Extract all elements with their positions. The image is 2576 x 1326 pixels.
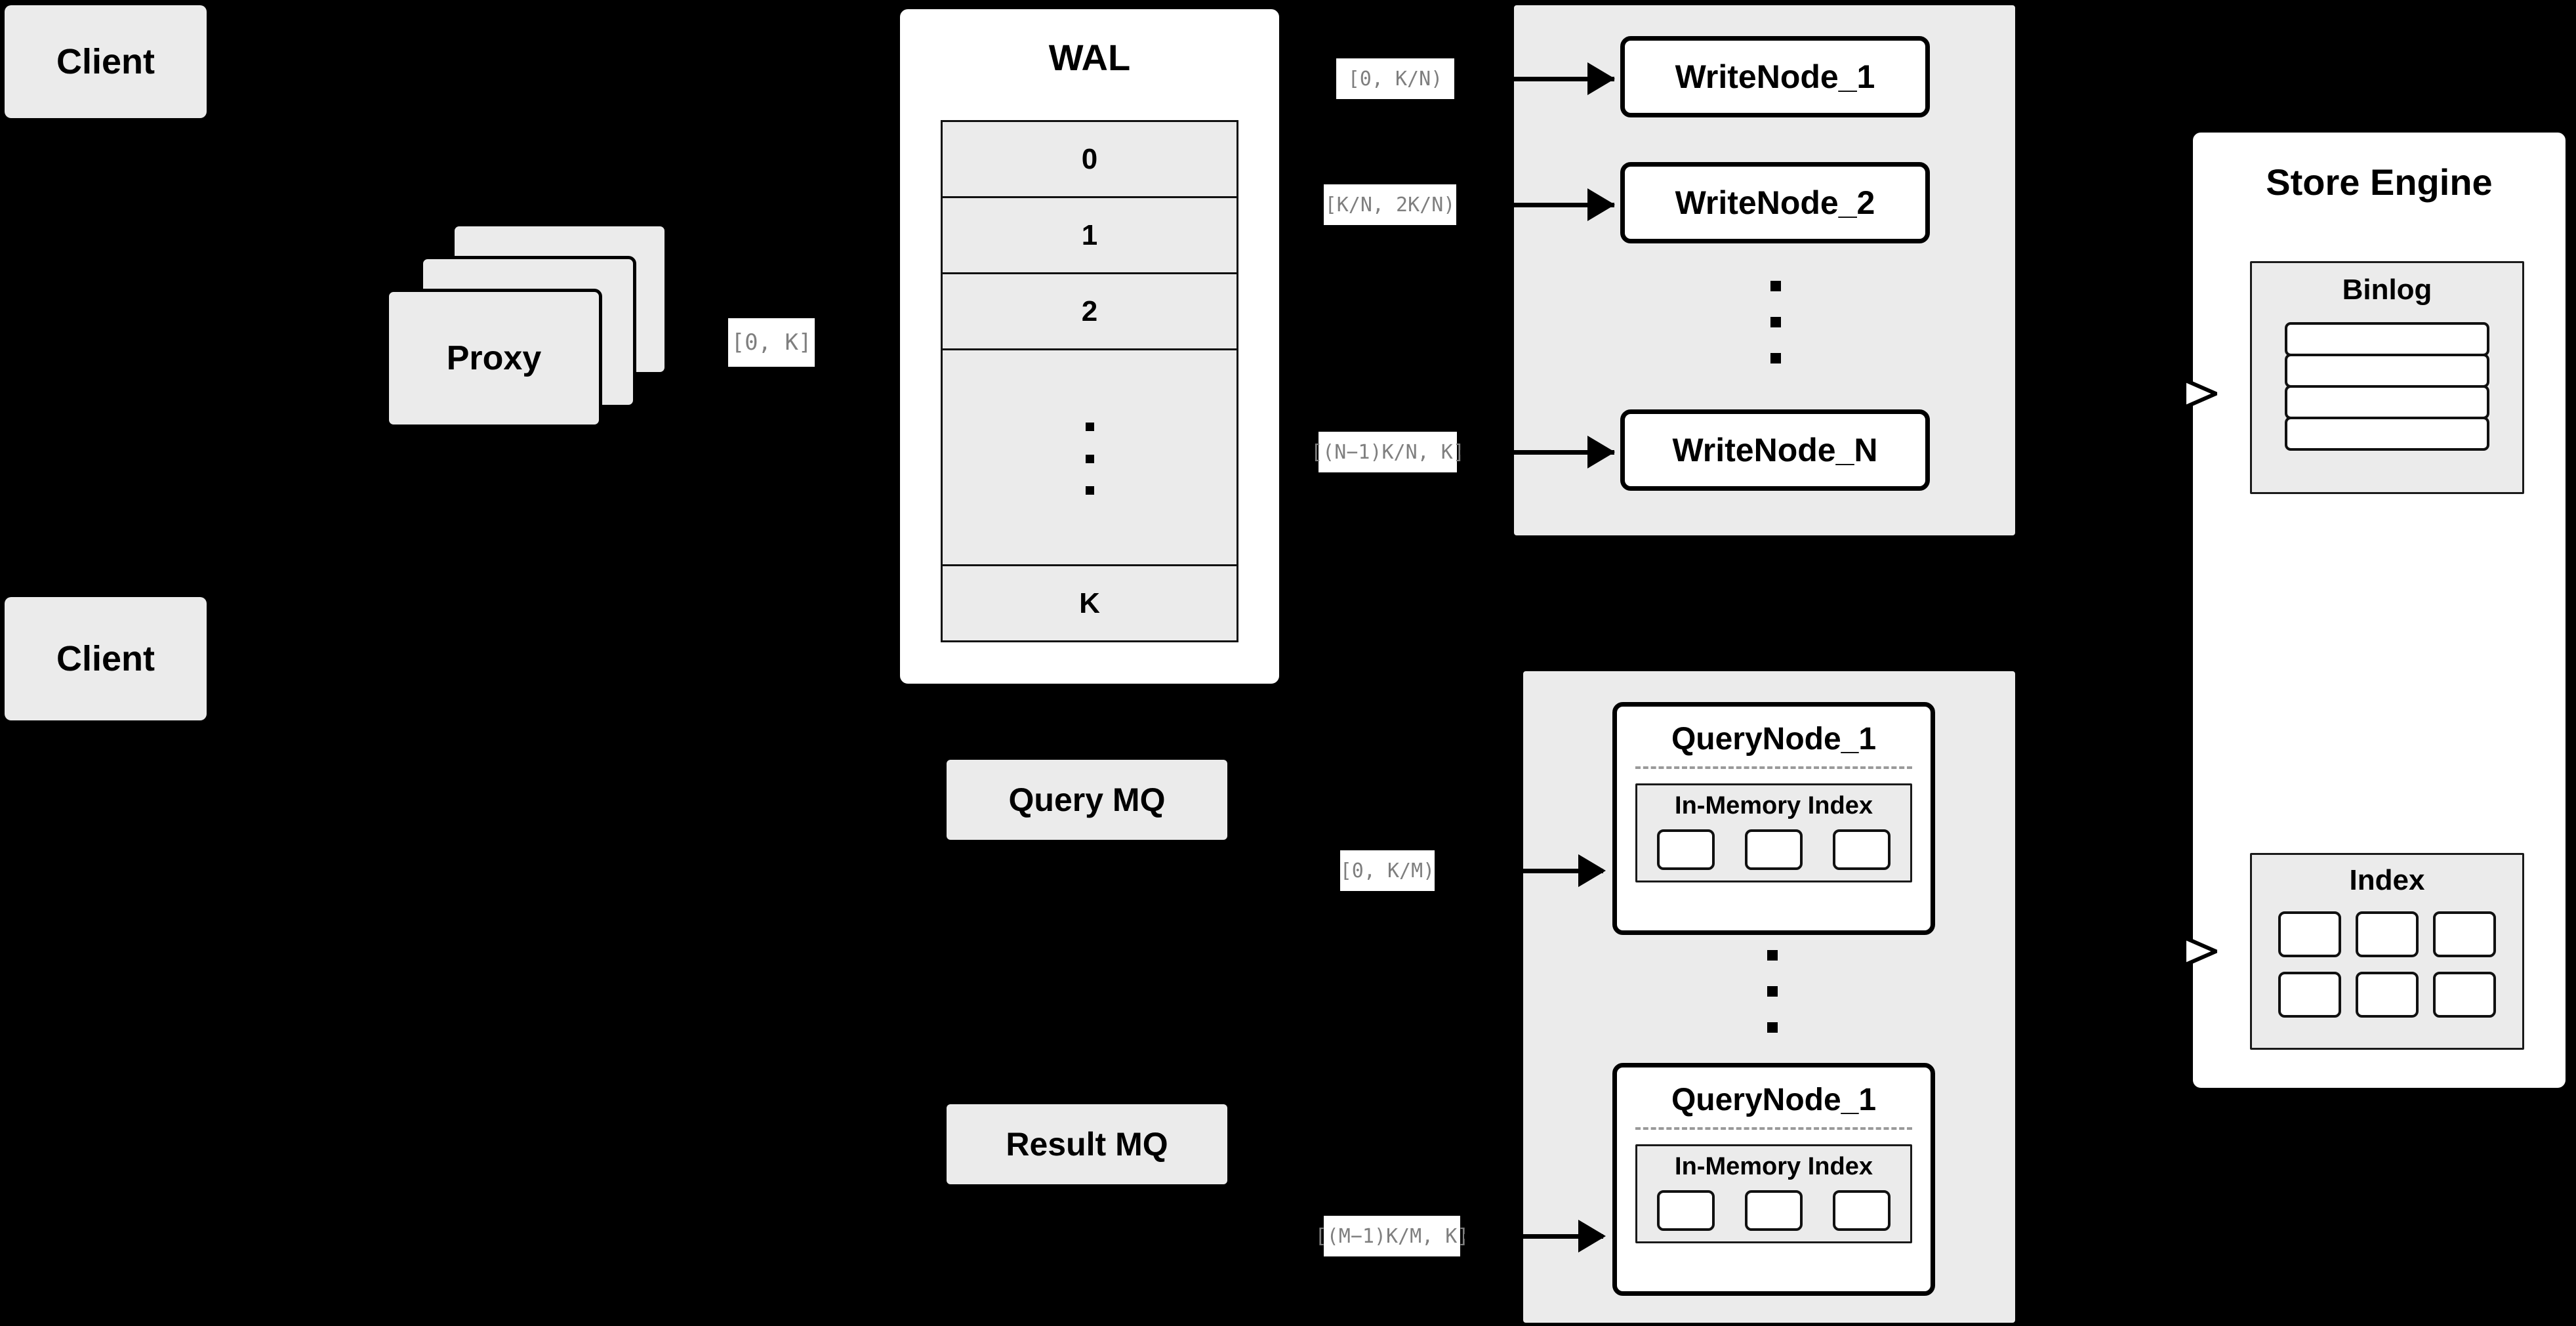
arrow-line-write-node-1	[1460, 77, 1614, 81]
binlog-segment	[2285, 354, 2489, 388]
query-node-m-separator	[1635, 1127, 1912, 1130]
wal-row-2: 2	[941, 272, 1238, 350]
wal-row-ellipsis	[941, 348, 1238, 566]
index-chip	[2356, 972, 2419, 1018]
edge-label-query-node-m: [(M−1)K/M, K]	[1315, 1216, 1469, 1256]
index-chip	[2356, 911, 2419, 957]
client-box-1[interactable]: Client	[5, 5, 207, 118]
arrow-head-to-binlog	[2183, 379, 2217, 409]
query-node-1-title: QueryNode_1	[1671, 722, 1877, 756]
index-chip	[2278, 972, 2341, 1018]
binlog-panel: Binlog	[2250, 261, 2524, 494]
arrow-head-write-node-2	[1587, 188, 1615, 221]
arrow-head-query-node-m	[1578, 1220, 1606, 1253]
query-node-m-title: QueryNode_1	[1671, 1083, 1877, 1117]
arrow-line-to-binlog	[2152, 392, 2185, 396]
proxy-box[interactable]: Proxy	[386, 289, 602, 428]
arrow-head-write-node-n	[1587, 436, 1615, 468]
index-panel: Index	[2250, 853, 2524, 1050]
index-chip	[2433, 911, 2496, 957]
arrow-line-write-node-2	[1460, 203, 1614, 207]
client-label-1: Client	[56, 42, 155, 81]
query-node-m-inmemory-index: In-Memory Index	[1635, 1144, 1912, 1243]
wal-row-0: 0	[941, 120, 1238, 198]
index-title: Index	[2349, 864, 2425, 896]
result-mq-label: Result MQ	[1006, 1126, 1168, 1163]
wal-title: WAL	[1048, 37, 1131, 78]
binlog-title: Binlog	[2342, 274, 2432, 306]
query-cluster-vertical-dots-icon	[1767, 950, 1778, 1033]
write-cluster-vertical-dots-icon	[1770, 281, 1781, 363]
result-mq-box[interactable]: Result MQ	[947, 1104, 1227, 1184]
query-node-m[interactable]: QueryNode_1 In-Memory Index	[1612, 1063, 1935, 1296]
query-node-1-index-title: In-Memory Index	[1675, 792, 1873, 819]
store-engine-title: Store Engine	[2266, 161, 2493, 203]
query-node-1-index-chip	[1745, 829, 1803, 870]
arrow-head-write-node-1	[1587, 62, 1615, 95]
query-node-1-separator	[1635, 766, 1912, 769]
write-node-1[interactable]: WriteNode_1	[1620, 36, 1930, 117]
query-mq-label: Query MQ	[1008, 781, 1166, 818]
query-node-m-index-chip	[1745, 1190, 1803, 1231]
query-node-1[interactable]: QueryNode_1 In-Memory Index	[1612, 702, 1935, 935]
arrow-head-to-index	[2183, 936, 2217, 966]
edge-label-query-node-1: [0, K/M)	[1340, 850, 1435, 891]
write-node-n[interactable]: WriteNode_N	[1620, 409, 1930, 491]
edge-label-write-node-1: [0, K/N)	[1336, 58, 1454, 99]
query-node-m-index-chip	[1833, 1190, 1891, 1231]
client-box-2[interactable]: Client	[5, 597, 207, 720]
edge-label-write-node-2: [K/N, 2K/N)	[1324, 184, 1456, 225]
arrow-head-query-node-1	[1578, 854, 1606, 887]
query-mq-box[interactable]: Query MQ	[947, 760, 1227, 840]
arrow-line-to-index	[2152, 949, 2185, 953]
binlog-segment	[2285, 322, 2489, 356]
binlog-segment	[2285, 417, 2489, 451]
index-chip	[2433, 972, 2496, 1018]
wal-row-k: K	[941, 564, 1238, 642]
arrow-line-query-node-1	[1441, 869, 1603, 873]
wal-vertical-dots-icon	[1085, 423, 1094, 495]
index-chip	[2278, 911, 2341, 957]
edge-label-proxy-to-wal: [0, K]	[728, 318, 815, 367]
edge-label-write-node-n: [(N−1)K/N, K]	[1311, 432, 1465, 472]
query-node-1-index-chip	[1657, 829, 1715, 870]
query-node-1-index-chip	[1833, 829, 1891, 870]
query-node-m-index-title: In-Memory Index	[1675, 1153, 1873, 1180]
wal-rows: 0 1 2 K	[941, 120, 1238, 642]
proxy-label: Proxy	[446, 339, 542, 377]
arrow-line-write-node-n	[1460, 450, 1614, 455]
client-label-2: Client	[56, 639, 155, 678]
wal-row-1: 1	[941, 196, 1238, 274]
binlog-segment	[2285, 385, 2489, 419]
query-node-m-index-chip	[1657, 1190, 1715, 1231]
query-node-1-inmemory-index: In-Memory Index	[1635, 783, 1912, 882]
write-node-2[interactable]: WriteNode_2	[1620, 162, 1930, 243]
arrow-line-query-node-m	[1464, 1234, 1603, 1239]
